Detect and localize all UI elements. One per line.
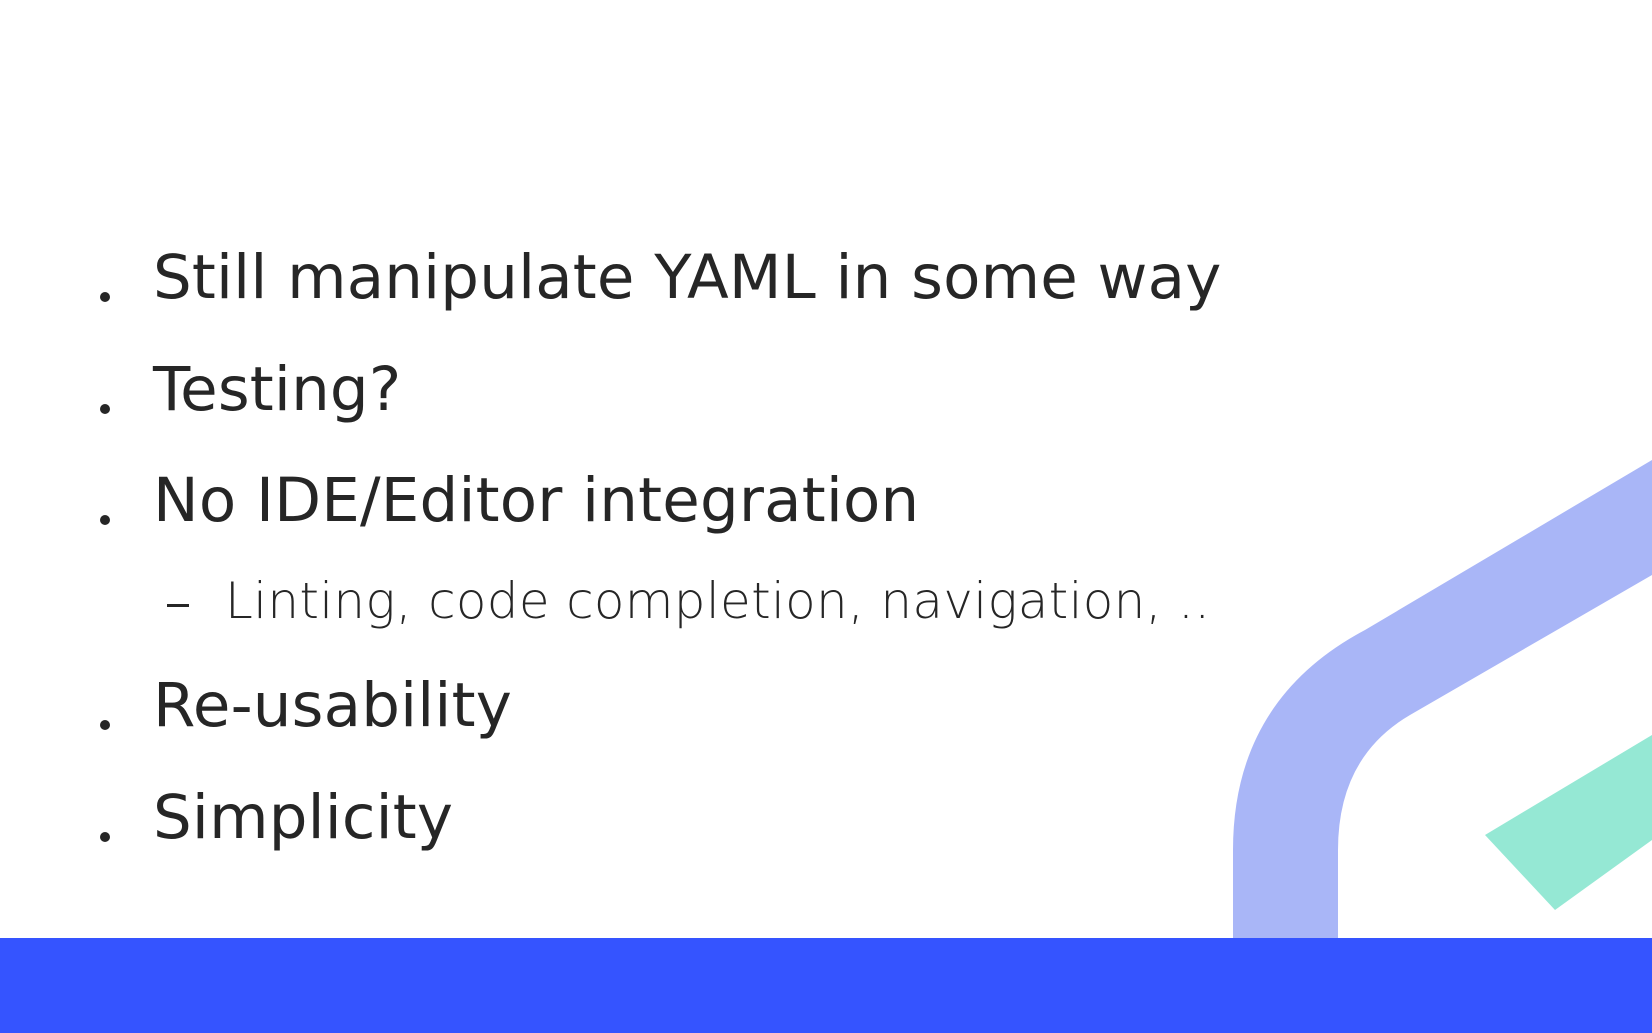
list-item: Re-usability (0, 675, 1652, 745)
teal-stripe (1485, 735, 1652, 910)
bullet-dot (100, 832, 110, 842)
list-item: Still manipulate YAML in some way (0, 247, 1652, 317)
blue-curved-band (1233, 460, 1652, 945)
sub-bullet-text: Linting, code completion, navigation, .. (225, 572, 1211, 630)
bullet-text: No IDE/Editor integration (153, 465, 920, 536)
sub-bullet-dash (167, 604, 189, 607)
list-item: Testing? (0, 359, 1652, 429)
bullet-text: Re-usability (153, 670, 512, 741)
bullet-dot (100, 404, 110, 414)
sub-list-item: Linting, code completion, navigation, .. (0, 576, 1652, 636)
list-item: No IDE/Editor integration (0, 470, 1652, 540)
bullet-list: Still manipulate YAML in some way Testin… (0, 247, 1652, 857)
bullet-dot (100, 292, 110, 302)
footer-bar (0, 938, 1652, 1033)
bullet-text: Still manipulate YAML in some way (153, 242, 1222, 313)
bullet-text: Simplicity (153, 782, 454, 853)
bullet-text: Testing? (153, 354, 402, 425)
list-item: Simplicity (0, 787, 1652, 857)
bullet-dot (100, 720, 110, 730)
bullet-dot (100, 515, 110, 525)
